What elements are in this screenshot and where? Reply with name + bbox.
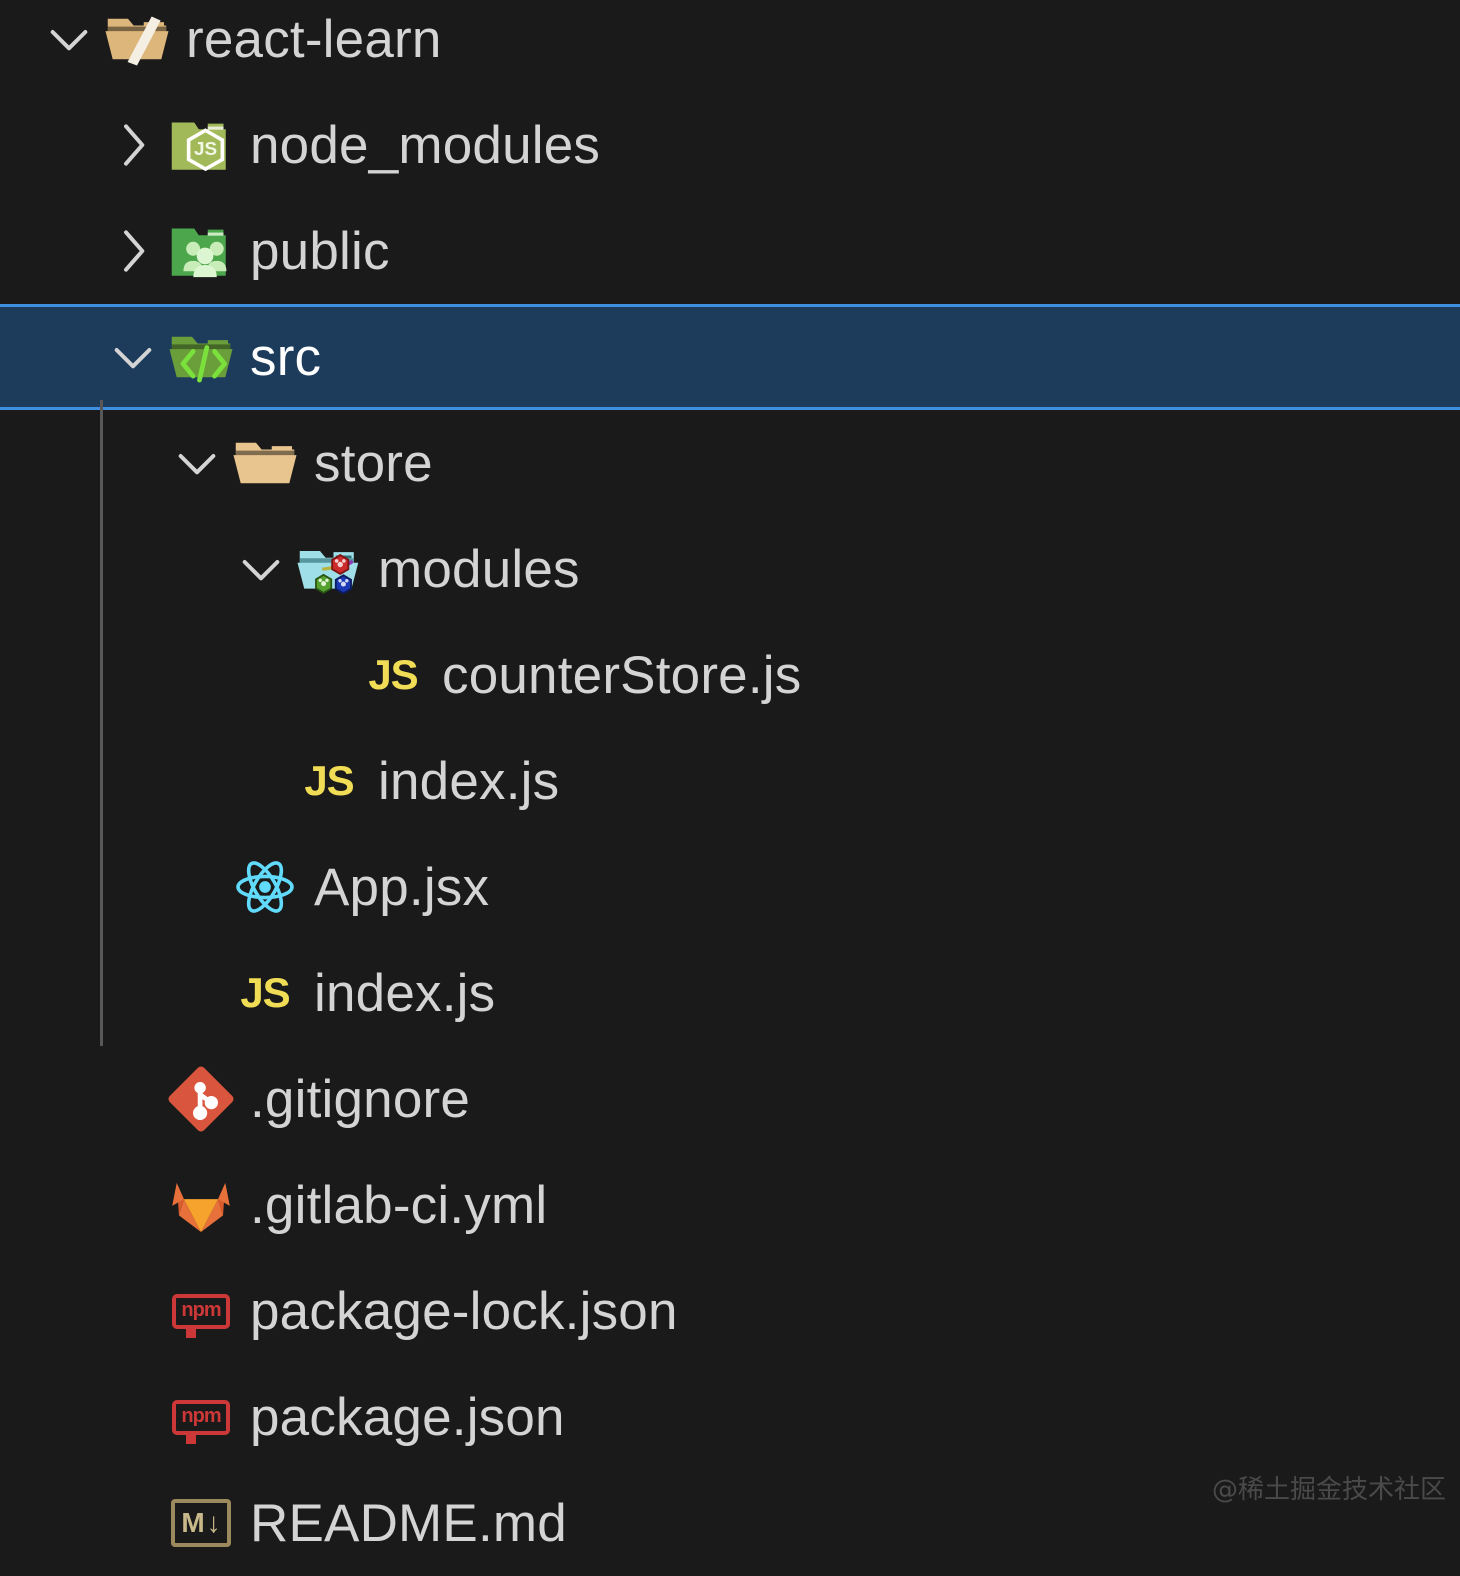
tree-item-label: public: [250, 221, 390, 281]
tree-folder-row-node-modules[interactable]: JS node_modules: [0, 92, 1460, 198]
tree-item-label: modules: [378, 539, 580, 599]
tree-folder-row-modules[interactable]: modules: [0, 516, 1460, 622]
tree-folder-row-public[interactable]: public: [0, 198, 1460, 304]
tree-item-label: package-lock.json: [250, 1281, 678, 1341]
react-icon: [228, 850, 302, 924]
tree-item-label: .gitlab-ci.yml: [250, 1175, 548, 1235]
tree-file-row-gitlab-ci-yml[interactable]: .gitlab-ci.yml: [0, 1152, 1460, 1258]
javascript-icon: JS: [368, 651, 418, 698]
twisty-placeholder: [102, 1068, 164, 1130]
twisty-placeholder: [230, 750, 292, 812]
twisty-placeholder: [102, 1174, 164, 1236]
tree-item-label: counterStore.js: [442, 645, 802, 705]
tree-folder-row-store[interactable]: store: [0, 410, 1460, 516]
chevron-down-icon[interactable]: [102, 326, 164, 388]
folder-open-icon: [228, 426, 302, 500]
folder-src-icon: [164, 320, 238, 394]
markdown-icon: M↓: [164, 1486, 238, 1560]
tree-file-row-gitignore[interactable]: .gitignore: [0, 1046, 1460, 1152]
twisty-placeholder: [102, 1280, 164, 1342]
tree-item-label: react-learn: [186, 9, 442, 69]
tree-folder-row-src[interactable]: src: [0, 304, 1460, 410]
twisty-placeholder: [102, 1492, 164, 1554]
tree-file-row-app-jsx[interactable]: App.jsx: [0, 834, 1460, 940]
chevron-down-icon[interactable]: [38, 8, 100, 70]
twisty-placeholder: [166, 962, 228, 1024]
tree-file-row-counterstore-js[interactable]: JS counterStore.js: [0, 622, 1460, 728]
npm-icon: npm: [164, 1274, 238, 1348]
tree-folder-row-react-learn[interactable]: react-learn: [0, 0, 1460, 92]
tree-item-label: index.js: [314, 963, 496, 1023]
watermark: @稀土掘金技术社区: [1211, 1475, 1446, 1505]
gitlab-icon: [164, 1168, 238, 1242]
folder-modules-icon: [292, 532, 366, 606]
npm-icon: npm: [164, 1380, 238, 1454]
chevron-down-icon[interactable]: [166, 432, 228, 494]
twisty-placeholder: [294, 644, 356, 706]
folder-public-icon: [164, 214, 238, 288]
tree-item-label: src: [250, 327, 322, 387]
tree-file-row-index-js[interactable]: JS index.js: [0, 940, 1460, 1046]
tree-item-label: node_modules: [250, 115, 601, 175]
tree-item-label: README.md: [250, 1493, 567, 1553]
tree-item-label: .gitignore: [250, 1069, 471, 1129]
javascript-icon: JS: [304, 757, 354, 804]
tree-item-label: App.jsx: [314, 857, 490, 917]
twisty-placeholder: [102, 1386, 164, 1448]
chevron-right-icon[interactable]: [102, 114, 164, 176]
svg-text:JS: JS: [194, 139, 217, 160]
tree-item-label: package.json: [250, 1387, 565, 1447]
tree-item-label: store: [314, 433, 433, 493]
folder-open-root-icon: [100, 2, 174, 76]
chevron-right-icon[interactable]: [102, 220, 164, 282]
tree-file-row-index-js[interactable]: JS index.js: [0, 728, 1460, 834]
tree-item-label: index.js: [378, 751, 560, 811]
javascript-icon: JS: [240, 969, 290, 1016]
chevron-down-icon[interactable]: [230, 538, 292, 600]
twisty-placeholder: [166, 856, 228, 918]
folder-node-modules-icon: JS: [164, 108, 238, 182]
indent-guide-line: [100, 400, 103, 1046]
git-icon: [164, 1062, 238, 1136]
